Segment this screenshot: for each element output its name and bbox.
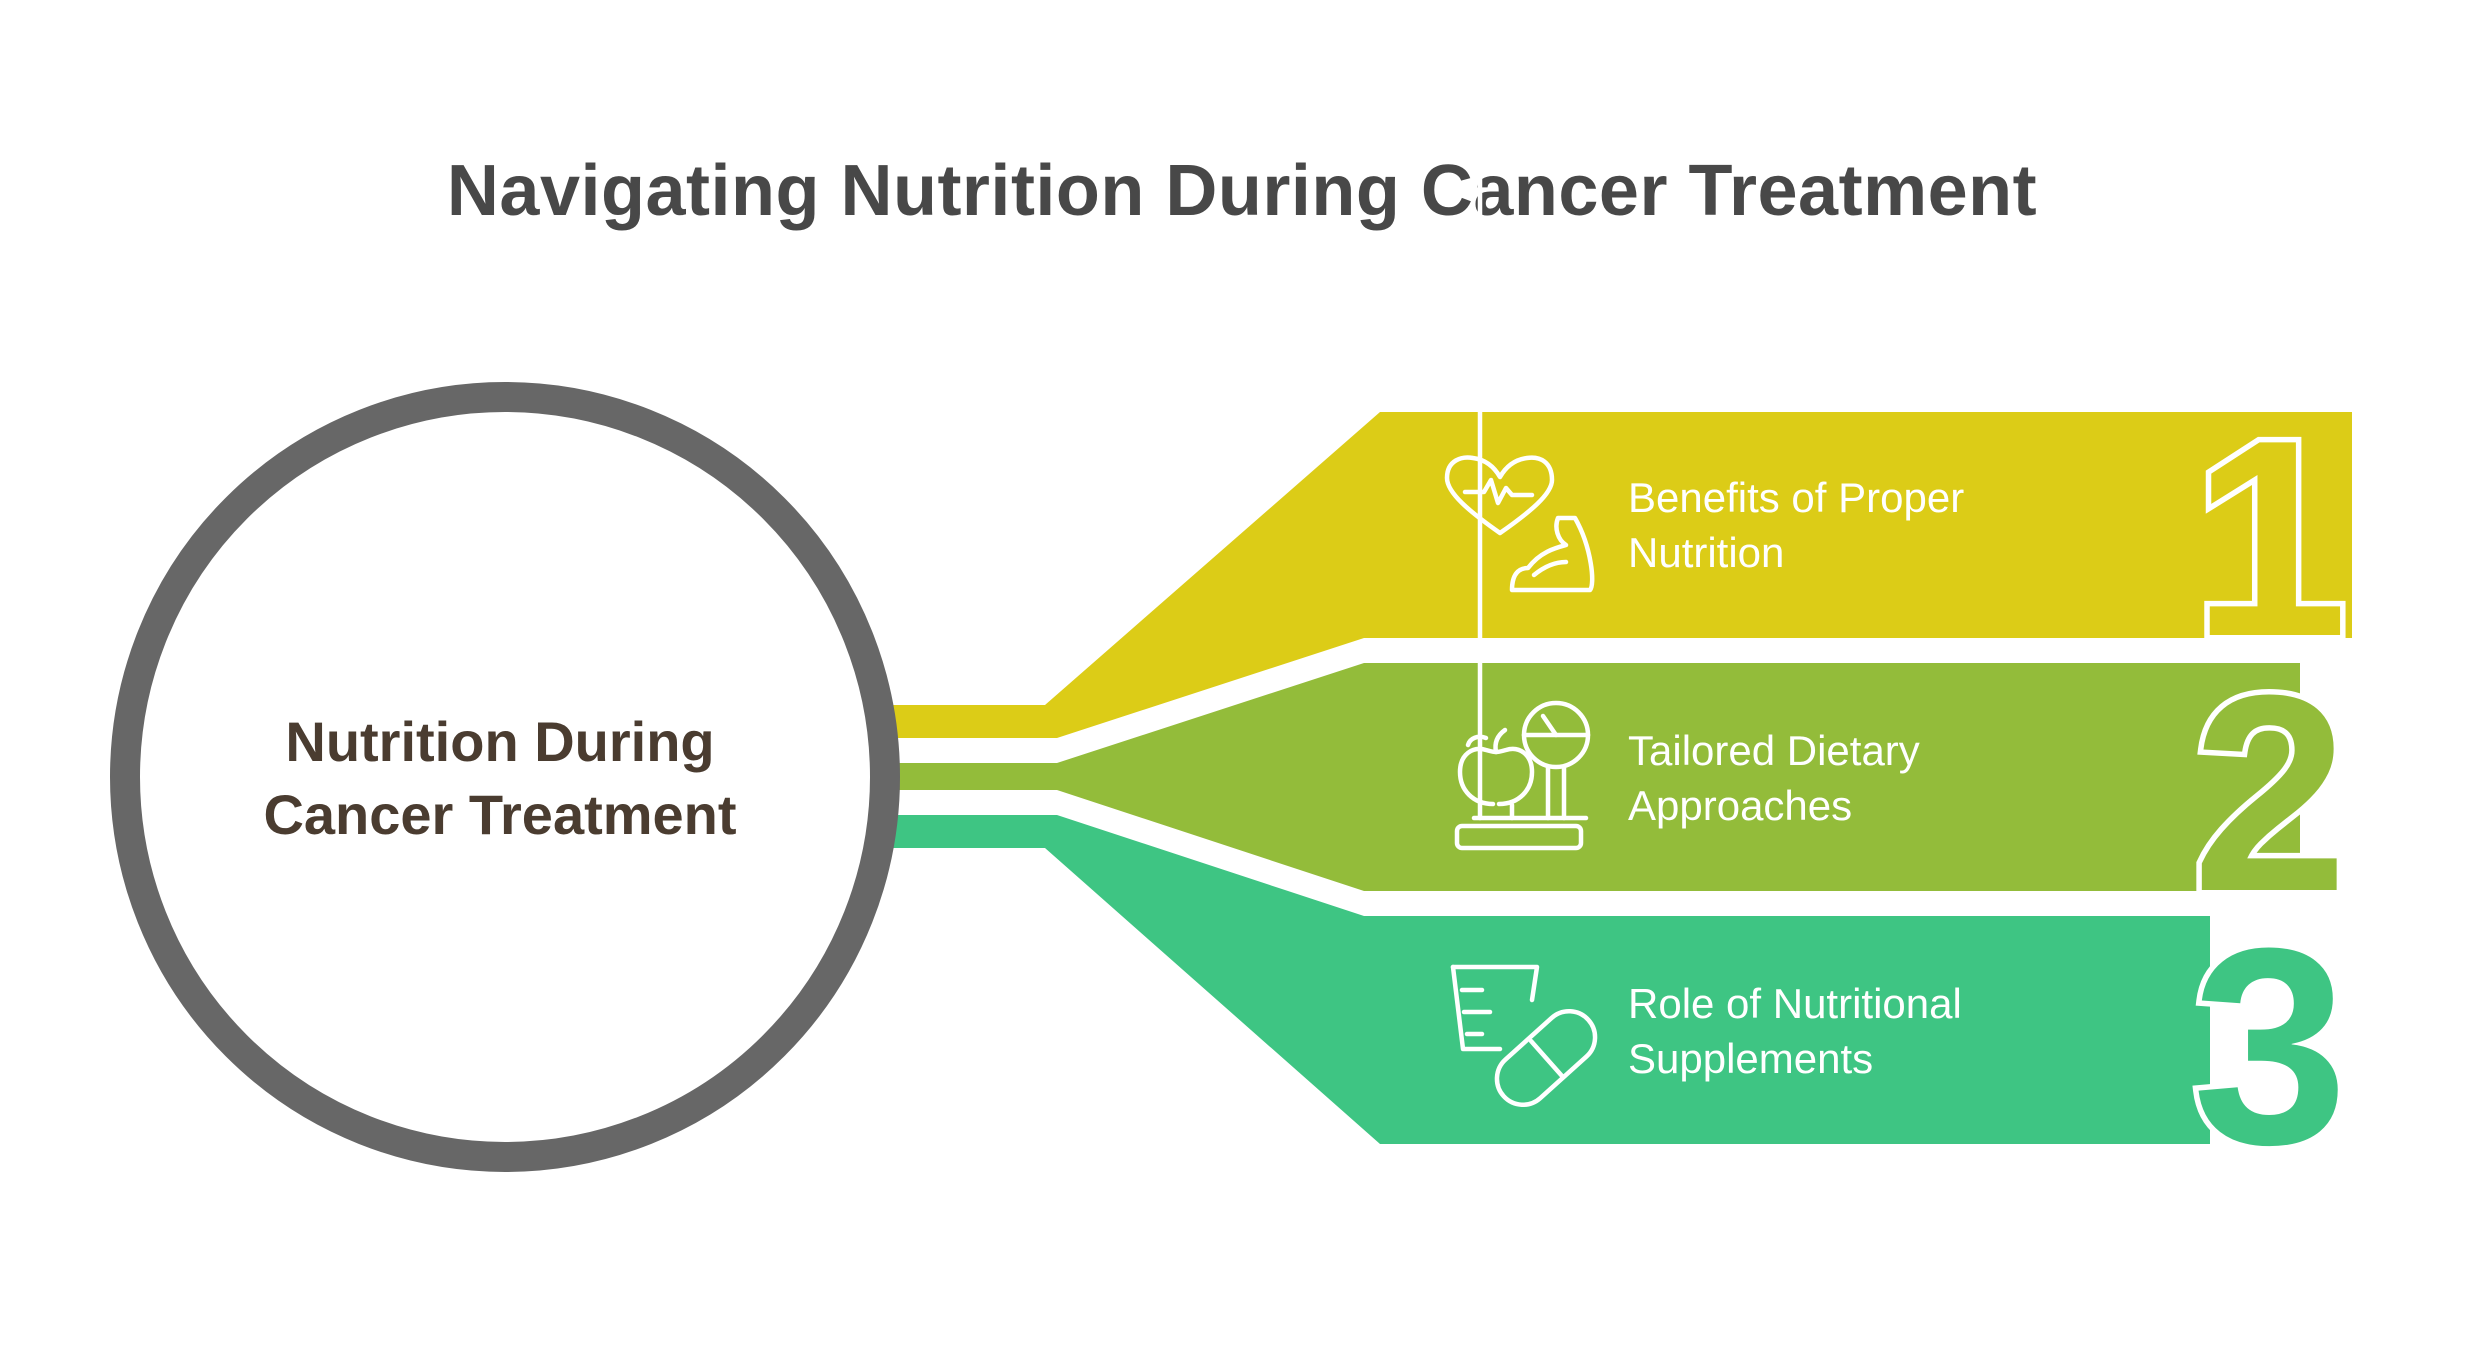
item-label-1: Benefits of Proper Nutrition (1628, 474, 1965, 576)
step-number-2: 2 (2192, 638, 2348, 950)
item-label-3: Role of Nutritional Supplements (1628, 980, 1962, 1082)
band-2 (870, 663, 2300, 891)
band-1 (870, 412, 2352, 738)
center-label: Nutrition During Cancer Treatment (263, 710, 737, 846)
item-label-2: Tailored Dietary Approaches (1628, 727, 1920, 829)
step-number-1: 1 (2192, 383, 2348, 695)
page-title: Navigating Nutrition During Cancer Treat… (446, 151, 2038, 231)
center-ring (110, 382, 900, 1172)
step-number-3: 3 (2192, 891, 2348, 1203)
band-3 (870, 815, 2210, 1144)
cup-pill-icon (1450, 964, 1598, 1107)
heart-muscle-icon (1444, 455, 1595, 593)
apple-scale-icon (1454, 0, 1591, 851)
